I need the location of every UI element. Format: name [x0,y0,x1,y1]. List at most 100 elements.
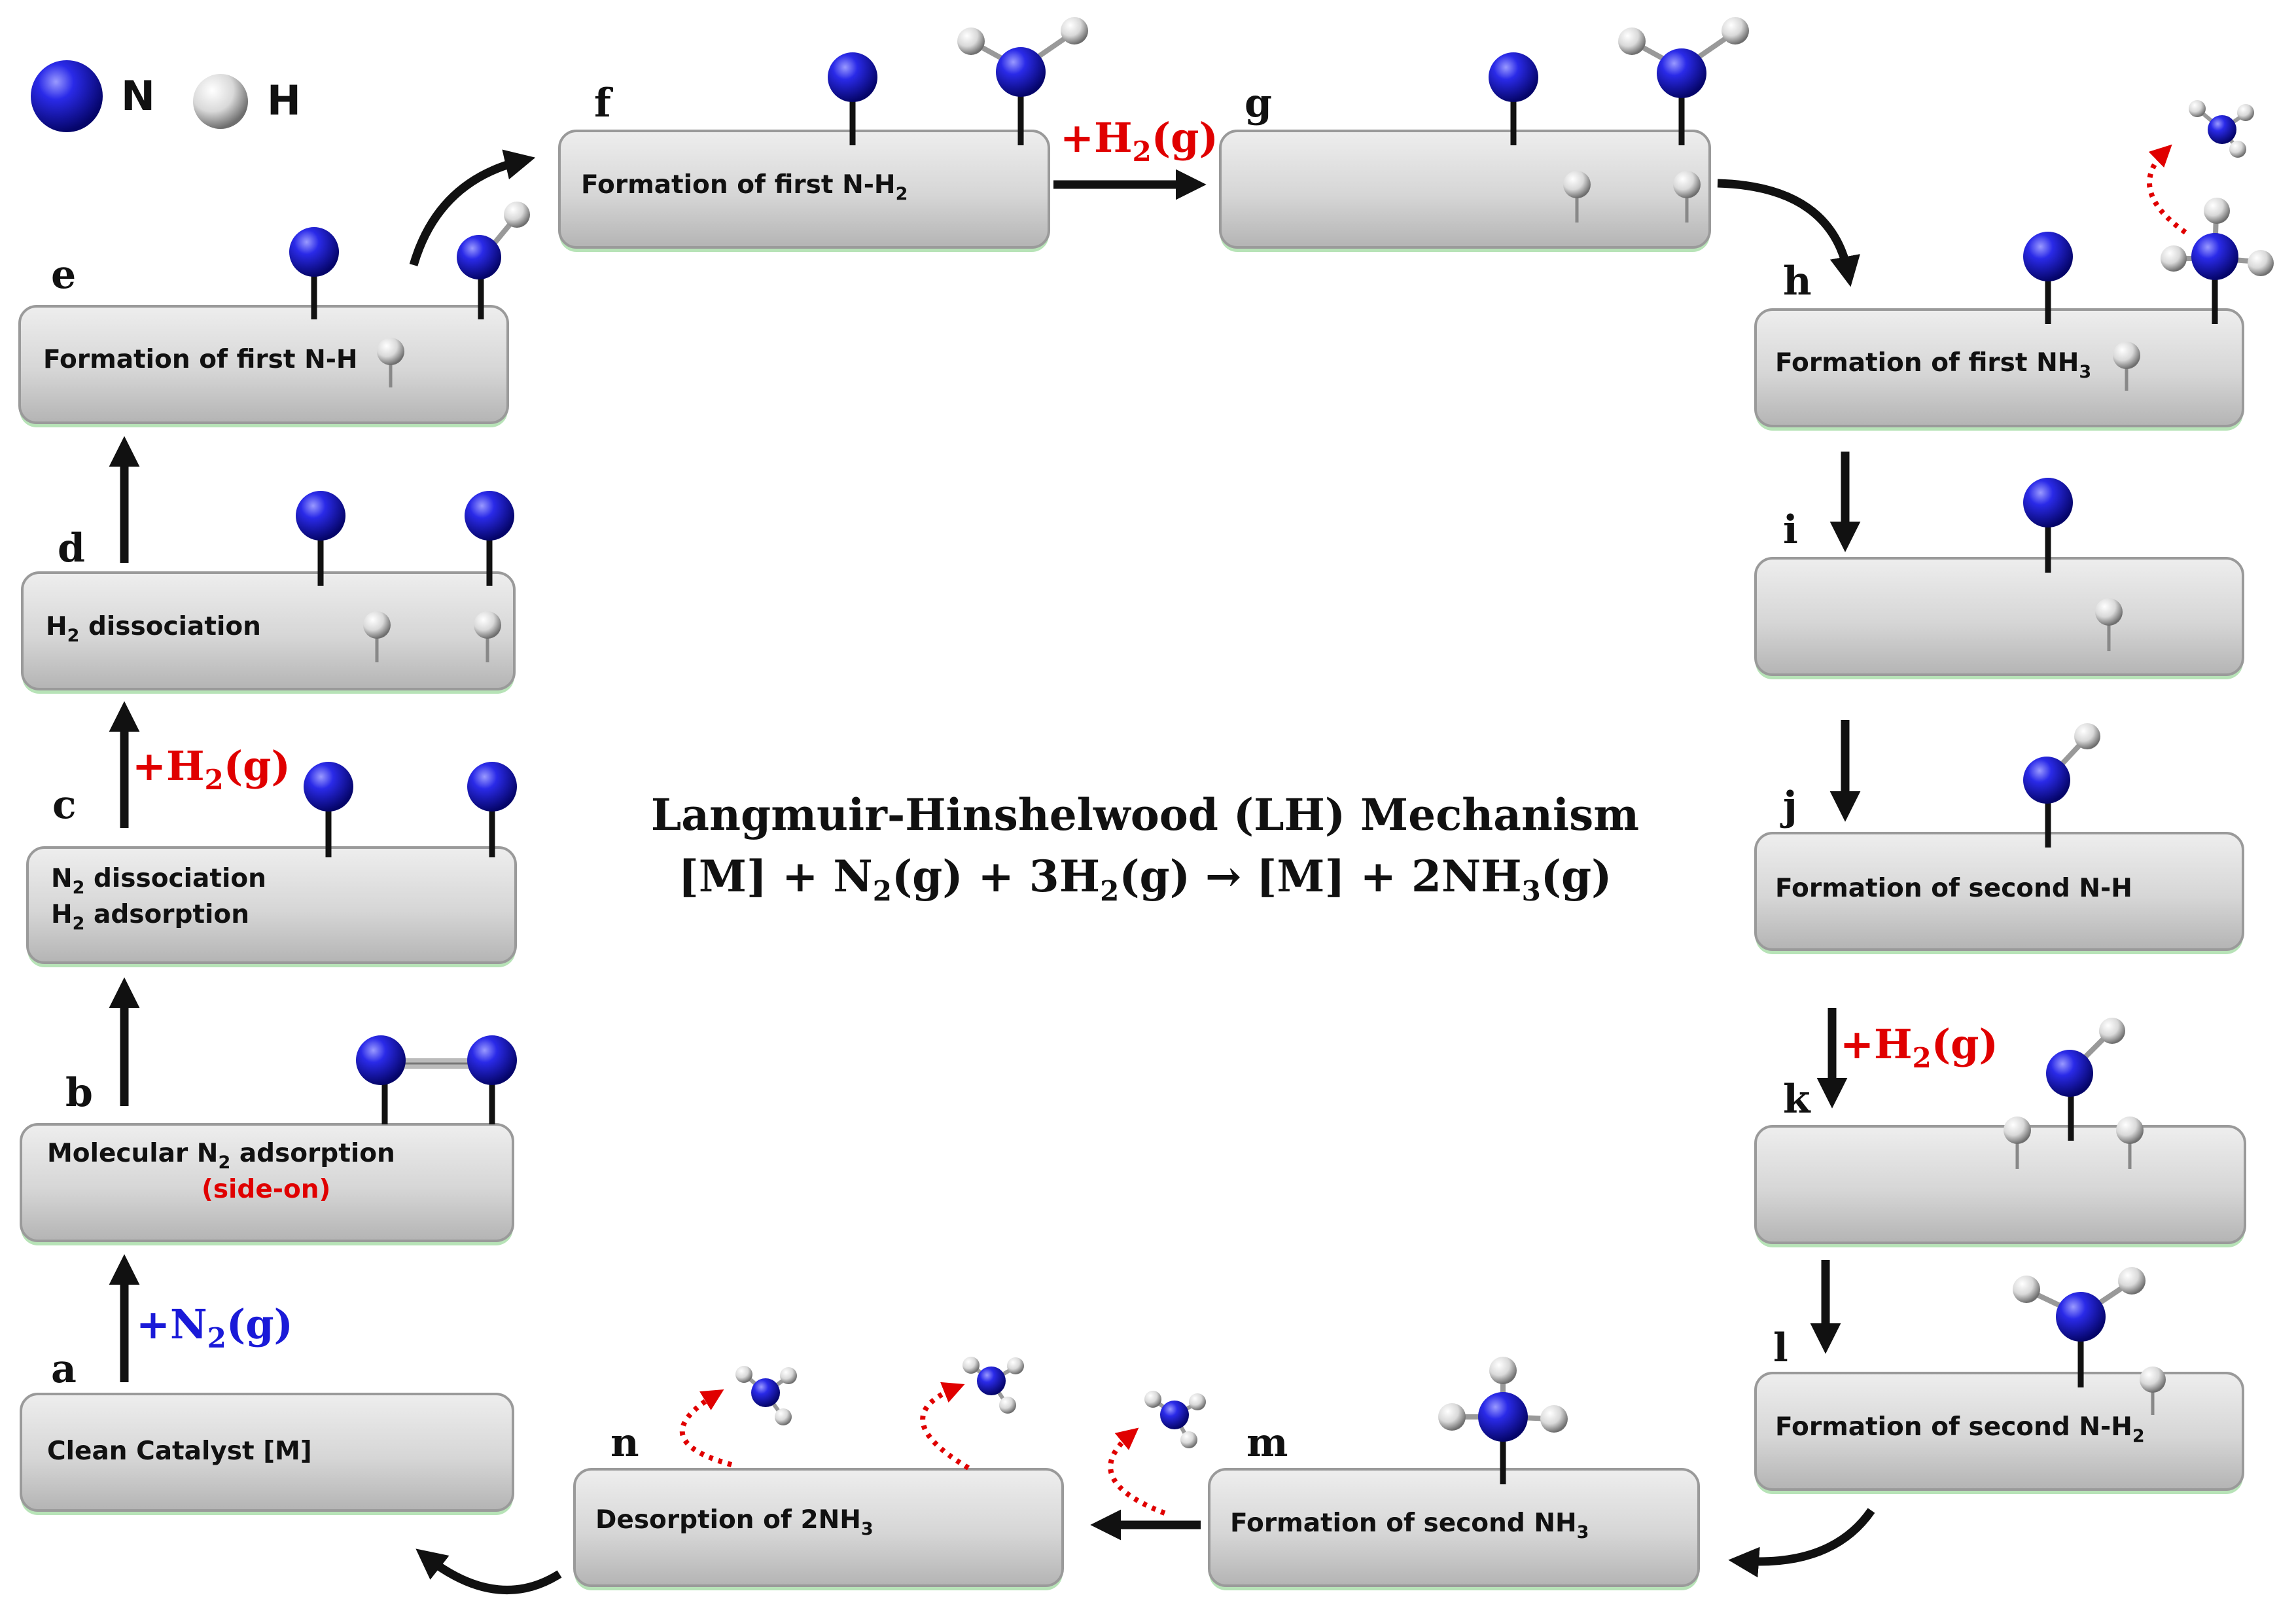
n-atom [2023,232,2073,281]
nitrogen-legend-atom [31,60,103,132]
h-atom [1563,171,1591,198]
desorbed-nh3 [735,1366,797,1425]
h-atom [363,611,391,639]
molecule-f-atoms [828,17,1088,145]
plate-m: Formation of second NH3 [1208,1468,1700,1590]
molecule-i-atoms [2023,478,2123,651]
step-letter-g: g [1245,80,1272,126]
hydrogen-legend-label: H [267,77,301,124]
molecule-l-atoms [2013,1267,2166,1415]
h-atom [2248,250,2274,276]
n-atom [465,491,514,541]
molecule-g-atoms [1489,17,1749,223]
molecule-e-atoms [289,202,530,387]
catalyst-plates: Clean Catalyst [M] Molecular N2 adsorpti… [18,130,2246,1590]
h-atom [2013,1276,2040,1303]
gas-h2-label-f: +H2(g) [1060,114,1218,168]
h-atom [1673,171,1701,198]
step-letter-a: a [51,1346,77,1392]
step-letter-e: e [51,252,76,298]
desorbed-nh3 [1144,1391,1206,1448]
plate-n-label: Desorption of 2NH3 [595,1505,874,1539]
h-atom [1722,17,1749,45]
n-atom [996,47,1046,97]
gas-labels: +N2(g) +H2(g) +H2(g) +H2(g) [132,114,1998,1354]
molecule-h-atoms [2023,100,2274,391]
h-atom [2204,198,2230,224]
plate-e-label: Formation of first N-H [43,345,358,374]
molecule-k-atoms [2004,1018,2144,1169]
h-atom [1438,1403,1466,1431]
plate-i [1754,557,2244,679]
plate-h-label: Formation of first NH3 [1775,348,2091,382]
molecule-n-atoms [735,1357,1024,1425]
plate-d: H2 dissociation [21,571,516,694]
desorb-arrow-n-1 [679,1389,733,1467]
title-line-1: Langmuir-Hinshelwood (LH) Mechanism [651,789,1639,840]
plate-f-label: Formation of first N-H2 [581,170,908,204]
n-atom [1478,1392,1528,1442]
n-atom [2023,478,2073,527]
step-letter-d: d [58,526,85,571]
plate-g [1219,130,1711,252]
step-letter-i: i [1783,507,1798,553]
step-letter-b: b [65,1070,93,1116]
desorbed-nh3 [2189,100,2254,158]
molecule-m-atoms [1144,1357,1568,1484]
plate-f: Formation of first N-H2 [558,130,1050,252]
plate-a-label: Clean Catalyst [M] [47,1437,312,1466]
arrow-g-to-h [1717,179,1860,287]
plate-b-label: Molecular N2 adsorption [47,1139,395,1173]
plate-b: Molecular N2 adsorption (side-on) [20,1123,514,1245]
n-atom [828,52,877,102]
plate-l-label: Formation of second N-H2 [1775,1412,2145,1446]
n-atom [2191,233,2238,280]
molecule-b-n2 [356,1035,517,1124]
gas-h2-label-k: +H2(g) [1840,1020,1998,1074]
desorption-arrows [679,144,2187,1516]
step-letter-f: f [594,80,614,126]
reaction-arrows [109,149,1875,1594]
plate-h: Formation of first NH3 [1754,308,2244,431]
h-atom [2113,342,2140,369]
step-letter-n: n [610,1420,639,1466]
plate-c: N2 dissociation H2 adsorption [26,846,517,967]
plate-k [1754,1125,2246,1247]
hydrogen-legend-atom [193,74,248,129]
gas-h2-label-c: +H2(g) [132,742,291,796]
plate-n: Desorption of 2NH3 [573,1468,1064,1590]
h-atom [2161,245,2187,272]
h-atom [1540,1405,1568,1433]
gas-n2-label: +N2(g) [136,1300,293,1354]
n-atom [1489,52,1538,102]
n-atom [977,1367,1006,1395]
arrow-l-to-m [1728,1508,1875,1578]
desorbed-nh3 [963,1357,1024,1414]
desorb-arrow-m [1108,1427,1166,1516]
n-atom [2208,115,2236,144]
molecules [289,17,2274,1484]
h-atom [1618,27,1646,55]
n-atom [304,762,353,812]
arrow-n-to-a [415,1548,562,1594]
n-atom [289,227,339,277]
h-atom [2140,1367,2166,1393]
step-letters: a b c d e f g h i j k l m n [51,80,1812,1466]
step-letter-m: m [1246,1420,1288,1466]
mechanism-title: Langmuir-Hinshelwood (LH) Mechanism [M] … [651,789,1639,907]
title-equation: [M] + N2(g) + 3H2(g) → [M] + 2NH3(g) [679,851,1612,907]
step-letter-c: c [52,782,77,828]
h-atom [2095,598,2123,626]
n-atom [457,235,501,279]
h-atom [2074,723,2100,749]
molecule-j-atoms [2023,723,2100,848]
h-atom [474,611,501,639]
molecule-d-atoms [296,491,514,662]
step-letter-h: h [1783,259,1812,304]
nitrogen-legend-label: N [121,72,155,120]
desorb-arrow-n-2 [920,1382,970,1471]
plate-c-line-2: H2 adsorption [51,900,249,934]
n-atom [467,1035,517,1085]
plate-j-label: Formation of second N-H [1775,874,2132,903]
